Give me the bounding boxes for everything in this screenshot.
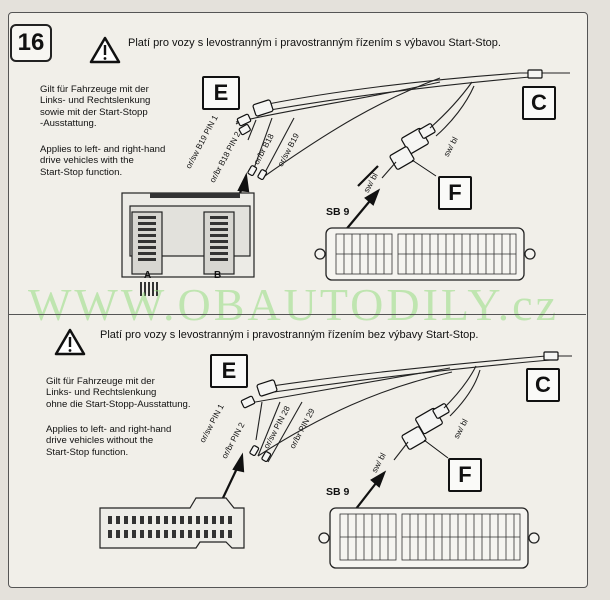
connector-b-label: B (214, 270, 222, 281)
watermark: WWW.OBAUTODILY.cz (28, 279, 560, 330)
top-german-text: Gilt für Fahrzeuge mit der Links- und Re… (40, 84, 151, 130)
bottom-sb-label: SB 9 (326, 486, 350, 498)
bottom-german-text: Gilt für Fahrzeuge mit der Links- und Re… (46, 376, 191, 410)
top-label-e: E (202, 76, 240, 110)
top-label-c: C (522, 86, 556, 120)
connector-a-label: A (144, 270, 152, 281)
bottom-english-text: Applies to left- and right-hand drive ve… (46, 424, 172, 458)
section-divider (8, 314, 586, 315)
bottom-label-f: F (448, 458, 482, 492)
bottom-header: Platí pro vozy s levostranným i pravostr… (100, 329, 479, 341)
top-header: Platí pro vozy s levostranným i pravostr… (128, 37, 501, 49)
bottom-label-c: C (526, 368, 560, 402)
bottom-label-e: E (210, 354, 248, 388)
page-number-badge: 16 (10, 24, 52, 62)
top-label-f: F (438, 176, 472, 210)
top-english-text: Applies to left- and right-hand drive ve… (40, 144, 166, 178)
top-sb-label: SB 9 (326, 206, 350, 218)
